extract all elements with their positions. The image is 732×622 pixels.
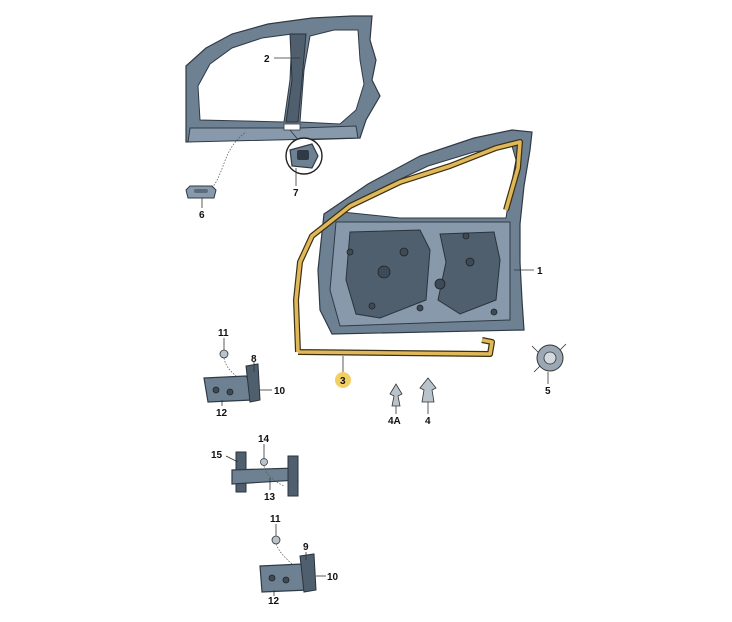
lower-hinge xyxy=(259,535,317,593)
plug-detail-circle xyxy=(285,129,323,175)
callout-12-lower: 12 xyxy=(268,596,280,607)
callout-13: 13 xyxy=(264,492,276,503)
callout-10-upper: 10 xyxy=(274,386,286,397)
callout-3: 3 xyxy=(340,376,346,387)
callout-10-lower: 10 xyxy=(327,572,339,583)
callout-7: 7 xyxy=(293,188,299,199)
callout-5: 5 xyxy=(545,386,551,397)
callout-9: 9 xyxy=(303,542,309,553)
callout-1: 1 xyxy=(537,266,543,277)
door-seal xyxy=(293,139,523,357)
door-check-strap xyxy=(231,451,299,497)
callout-12-upper: 12 xyxy=(216,408,228,419)
callout-labels: 1 2 3 4A 4 5 6 7 8 9 10 10 11 11 12 12 1… xyxy=(199,54,551,607)
callout-6: 6 xyxy=(199,210,205,221)
callout-15: 15 xyxy=(211,450,223,461)
callout-8: 8 xyxy=(251,354,257,365)
door-shell xyxy=(317,129,533,335)
callout-2: 2 xyxy=(264,54,270,65)
clip-4 xyxy=(419,377,437,403)
callout-11-lower: 11 xyxy=(270,514,281,525)
callout-4: 4 xyxy=(425,416,431,427)
callout-11-upper: 11 xyxy=(218,328,229,339)
highlight-circle xyxy=(335,372,351,388)
grommet-part xyxy=(185,131,247,199)
body-side-panel xyxy=(185,15,381,143)
rubber-bump-stop xyxy=(531,343,567,373)
callout-4a: 4A xyxy=(388,416,401,427)
callout-14: 14 xyxy=(258,434,270,445)
leader-lines xyxy=(201,57,549,596)
clip-4a xyxy=(389,383,403,407)
